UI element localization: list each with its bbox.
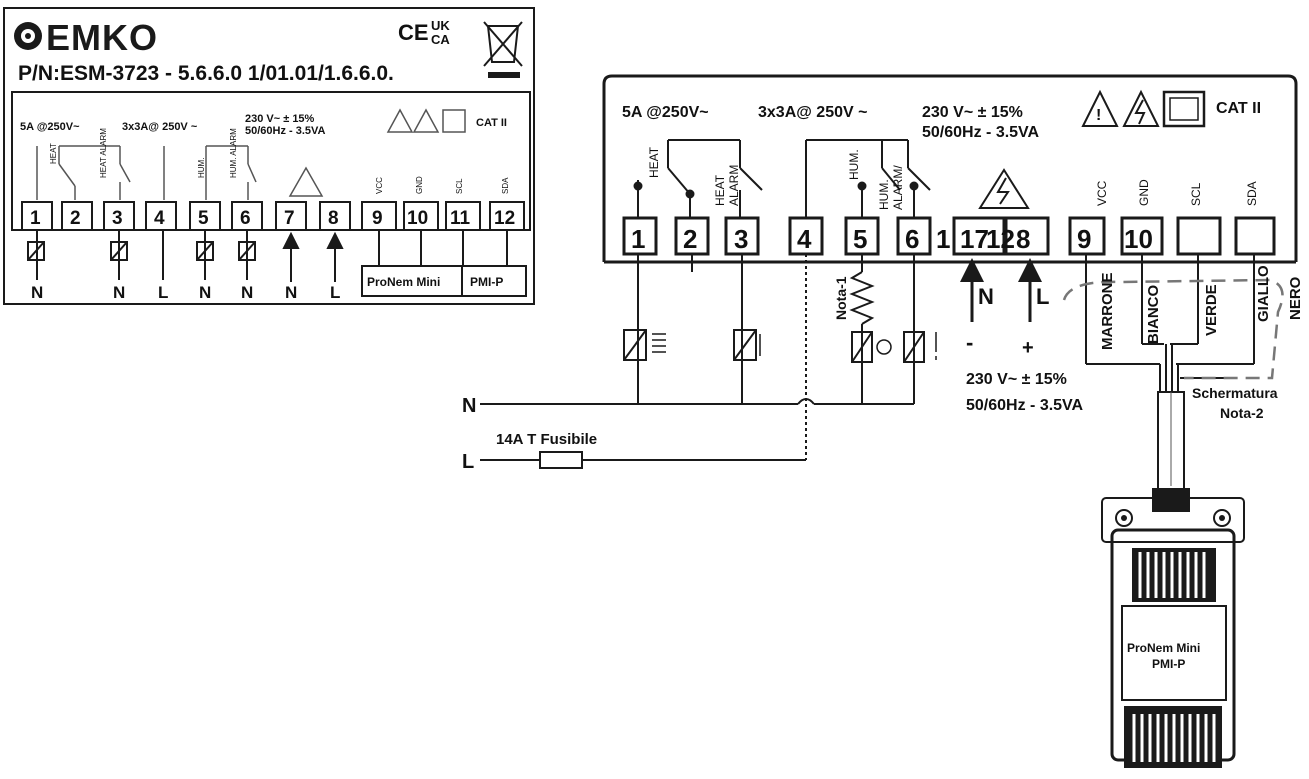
terminal-1: 1 bbox=[631, 224, 645, 254]
wire-giallo: GIALLO bbox=[1255, 265, 1272, 322]
label-terminal-1: 1 bbox=[30, 208, 41, 229]
label-sensor-box2: PMI-P bbox=[470, 275, 503, 289]
label-terminal-10: 10 bbox=[407, 208, 428, 229]
terminal-4: 4 bbox=[797, 224, 812, 254]
connection-diagram: 5A @250V~ 3x3A@ 250V ~ 230 V~ ± 15% 50/6… bbox=[462, 74, 1304, 768]
label-terminal-9: 9 bbox=[372, 208, 383, 229]
terminal-6: 6 bbox=[905, 224, 919, 254]
warning-icons: ! bbox=[1081, 89, 1206, 128]
ukca-mark-top: UK bbox=[431, 18, 450, 33]
label-vcc: VCC bbox=[375, 177, 384, 194]
sensor-sda: SDA bbox=[1245, 181, 1259, 206]
supply-plus: + bbox=[1022, 337, 1034, 359]
label-cat: CAT II bbox=[476, 117, 507, 129]
line-l: L bbox=[462, 451, 474, 473]
label-relay3-rating: 3x3A@ 250V ~ bbox=[122, 121, 198, 133]
label-terminal-4: 4 bbox=[154, 208, 165, 229]
terminal-3: 3 bbox=[734, 224, 748, 254]
label-bottom-3: N bbox=[113, 283, 125, 302]
supply-freq-2: 50/60Hz - 3.5VA bbox=[966, 397, 1084, 414]
terminal-7b: 12 bbox=[986, 224, 1015, 254]
label-terminal-5: 5 bbox=[198, 208, 209, 229]
supply-voltage-2: 230 V~ ± 15% bbox=[966, 371, 1067, 388]
wire-verde: VERDE bbox=[1203, 284, 1220, 336]
shield-label: Schermatura bbox=[1192, 385, 1278, 401]
wire-bianco: BIANCO bbox=[1145, 285, 1162, 344]
supply-n: N bbox=[978, 284, 994, 309]
line-n: N bbox=[462, 395, 476, 417]
supply-l: L bbox=[1036, 284, 1049, 309]
caution-glyph: ! bbox=[1096, 107, 1101, 124]
supply-voltage: 230 V~ ± 15% bbox=[922, 104, 1023, 121]
label-supply-freq: 50/60Hz - 3.5VA bbox=[245, 125, 326, 137]
label-supply-voltage: 230 V~ ± 15% bbox=[245, 113, 315, 125]
label-bottom-1: N bbox=[31, 283, 43, 302]
sensor-name-1: ProNem Mini bbox=[1127, 641, 1200, 655]
sensor-name-2: PMI-P bbox=[1152, 657, 1185, 671]
sensor-vcc: VCC bbox=[1095, 180, 1109, 206]
terminal-7: 17 bbox=[960, 224, 989, 254]
label-heat-alarm: HEAT ALARM bbox=[99, 128, 108, 178]
arrow-l bbox=[1018, 258, 1042, 282]
supply-freq: 50/60Hz - 3.5VA bbox=[922, 124, 1040, 141]
relay1-rating: 5A @250V~ bbox=[622, 104, 709, 121]
nota1: Nota-1 bbox=[833, 276, 849, 320]
label-bottom-5: N bbox=[199, 283, 211, 302]
load-icons bbox=[652, 332, 937, 360]
sensor-gnd: GND bbox=[1137, 179, 1151, 206]
part-number: P/N:ESM-3723 - 5.6.6.0 1/01.01/1.6.6.0. bbox=[18, 62, 394, 85]
sensor-device: ProNem Mini PMI-P bbox=[1101, 497, 1245, 768]
contact-hum: HUM. bbox=[847, 149, 861, 180]
shield-wire bbox=[1062, 278, 1284, 380]
label-bottom-6: N bbox=[241, 283, 253, 302]
cat-label: CAT II bbox=[1216, 100, 1261, 117]
label-hum-alarm: HUM. ALARM bbox=[229, 128, 238, 178]
contact-hum-alarm-2: ALARM/ bbox=[891, 165, 905, 210]
label-terminal-3: 3 bbox=[112, 208, 123, 229]
terminal-10: 10 bbox=[1124, 224, 1153, 254]
label-terminal-2: 2 bbox=[70, 208, 81, 229]
label-terminal-12: 12 bbox=[494, 208, 515, 229]
label-warning-icons bbox=[386, 108, 466, 133]
weee-bin-icon bbox=[483, 21, 523, 78]
wire-nero: NERO bbox=[1287, 276, 1304, 320]
contact-heat: HEAT bbox=[647, 146, 661, 178]
emko-logo: EMKO bbox=[14, 17, 158, 58]
ukca-mark-bottom: CA bbox=[431, 32, 450, 47]
terminal-2: 2 bbox=[683, 224, 697, 254]
contact-heat-alarm-1: HEAT bbox=[713, 174, 727, 206]
product-label: EMKO CE UK CA P/N:ESM-3723 - 5.6.6.0 1/0… bbox=[3, 7, 535, 305]
label-terminal-strip bbox=[21, 201, 525, 231]
supply-minus: - bbox=[966, 330, 973, 355]
fuse-label: 14A T Fusibile bbox=[496, 431, 597, 448]
label-terminal-6: 6 bbox=[240, 208, 251, 229]
label-sda: SDA bbox=[501, 177, 510, 194]
label-heat: HEAT bbox=[49, 143, 58, 164]
arrow-n bbox=[960, 258, 984, 282]
nota2-label: Nota-2 bbox=[1220, 405, 1264, 421]
wire-marrone: MARRONE bbox=[1099, 273, 1116, 351]
sensor-scl: SCL bbox=[1189, 182, 1203, 206]
terminal-extra-1: 1 bbox=[936, 224, 950, 254]
terminal-9: 9 bbox=[1077, 224, 1091, 254]
label-terminal-11: 11 bbox=[450, 208, 471, 229]
terminal-8: 8 bbox=[1016, 224, 1030, 254]
contact-hum-alarm-1: HUM. bbox=[877, 179, 891, 210]
ce-mark: CE bbox=[398, 20, 429, 45]
label-terminal-7: 7 bbox=[284, 208, 295, 229]
brand-text: EMKO bbox=[46, 17, 158, 58]
label-relay1-rating: 5A @250V~ bbox=[20, 121, 80, 133]
label-scl: SCL bbox=[455, 178, 464, 194]
label-terminal-8: 8 bbox=[328, 208, 339, 229]
label-gnd: GND bbox=[415, 176, 424, 194]
label-bottom-8: L bbox=[330, 283, 340, 302]
terminal-5: 5 bbox=[853, 224, 867, 254]
label-bottom-4: L bbox=[158, 283, 168, 302]
relay3-rating: 3x3A@ 250V ~ bbox=[758, 104, 867, 121]
contact-heat-alarm-2: ALARM bbox=[727, 165, 741, 206]
label-hum: HUM. bbox=[197, 158, 206, 178]
label-sensor-box: ProNem Mini bbox=[367, 275, 440, 289]
label-bottom-7: N bbox=[285, 283, 297, 302]
